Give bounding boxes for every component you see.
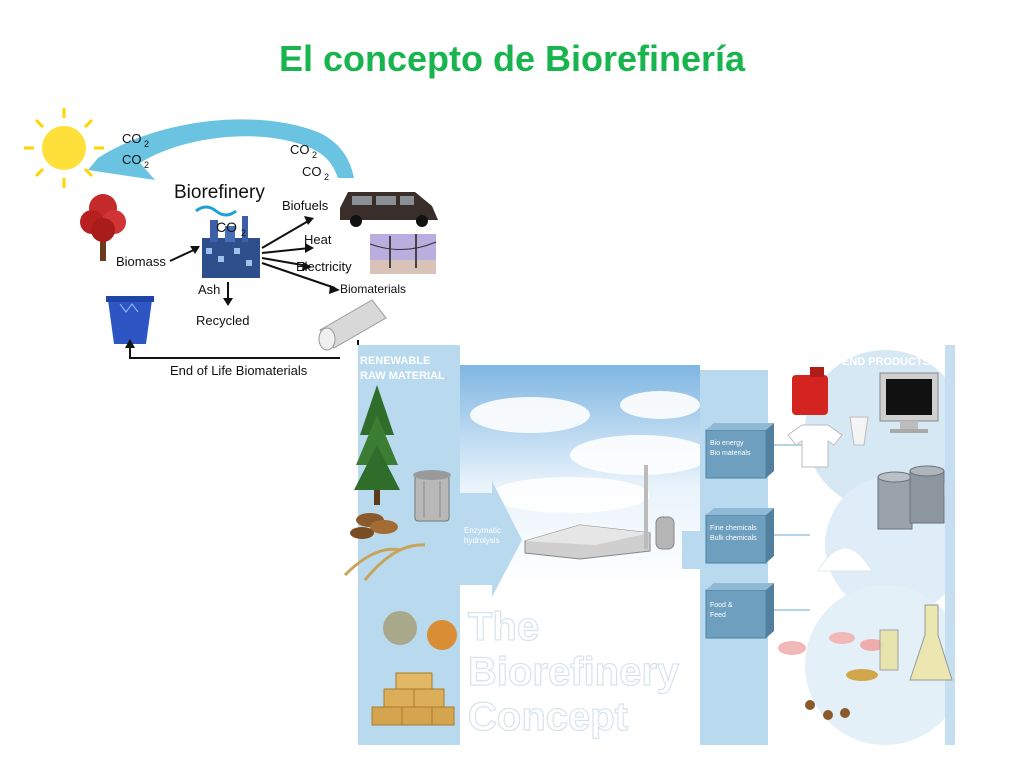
- svg-text:2: 2: [144, 160, 149, 170]
- raw-material-heading-line2: RAW MATERIAL: [360, 370, 445, 382]
- ash-label: Ash: [198, 282, 220, 297]
- co2-label-left-1: CO: [122, 131, 142, 146]
- chemicals-box: Fine chemicals Bulk chemicals: [705, 508, 774, 564]
- trash-can-icon: [413, 470, 451, 522]
- corn-pile-icon: [427, 620, 457, 650]
- slide-title: El concepto de Biorefinería: [278, 38, 746, 79]
- tree-icon: [80, 194, 126, 261]
- raw-material-heading-line1: RENEWABLE: [360, 355, 430, 367]
- co2-label-left-2: CO: [122, 152, 142, 167]
- svg-text:Food &: Food &: [710, 602, 733, 609]
- svg-text:2: 2: [312, 150, 317, 160]
- svg-text:Feed: Feed: [710, 612, 726, 619]
- co2-cycle-arrow: [88, 119, 354, 180]
- hydrolysis-label-line2: hydrolysis: [464, 536, 500, 545]
- fuel-can-icon: [792, 367, 828, 415]
- t-shirt-icon: [787, 424, 843, 468]
- svg-text:Bio energy: Bio energy: [710, 440, 744, 447]
- hydrolysis-arrow: [460, 481, 522, 597]
- bio-energy-box: Bio energy Bio materials: [705, 423, 774, 479]
- factory-icon: [524, 465, 675, 560]
- co2-label-right-2: CO: [302, 164, 322, 179]
- recycled-label: Recycled: [196, 313, 249, 328]
- sun-icon: [24, 108, 104, 188]
- biomass-label: Biomass: [116, 254, 166, 269]
- car-icon: [340, 192, 438, 227]
- electricity-label: Electricity: [296, 259, 352, 274]
- co2-label-center: CO: [216, 219, 237, 235]
- pine-tree-icon: [354, 385, 400, 505]
- farm-animals-image: [778, 632, 884, 720]
- end-of-life-label: End of Life Biomaterials: [170, 363, 308, 378]
- powder-pile-icon: [817, 547, 873, 572]
- wheat-icon: [343, 543, 426, 581]
- biorefinery-cycle-diagram: CO 2 CO 2 CO 2 CO 2 Biorefinery Biomass …: [20, 108, 460, 388]
- svg-text:Bio materials: Bio materials: [710, 450, 751, 457]
- svg-text:2: 2: [324, 172, 329, 182]
- biorefinery-plant-icon: [202, 216, 260, 278]
- biomaterials-label: Biomaterials: [340, 282, 406, 296]
- biorefinery-concept-panel: RENEWABLE RAW MATERIAL Enzymatic hydr: [340, 345, 955, 745]
- clouds-image: [470, 391, 710, 513]
- firewood-icon: [350, 513, 398, 539]
- recycle-bin-icon: [106, 296, 154, 344]
- food-feed-box: Food & Feed: [705, 583, 774, 639]
- hay-bales-icon: [371, 672, 455, 726]
- power-line-icon: [369, 234, 437, 274]
- barrels-icon: [877, 465, 945, 530]
- end-products-heading: END PRODUCTS: [842, 356, 930, 368]
- biofuels-label: Biofuels: [282, 198, 329, 213]
- svg-text:Fine chemicals: Fine chemicals: [710, 525, 757, 532]
- co2-label-right-1: CO: [290, 142, 310, 157]
- svg-text:2: 2: [241, 228, 246, 238]
- biomaterial-roll-icon: [318, 299, 387, 351]
- svg-text:Bulk chemicals: Bulk chemicals: [710, 535, 757, 542]
- watermark-concept: Concept: [468, 695, 628, 739]
- hydrolysis-label-line1: Enzymatic: [464, 526, 501, 535]
- monitor-icon: [879, 372, 939, 433]
- grain-pile-icon: [383, 611, 417, 645]
- watermark-biorefinery: Biorefinery: [468, 650, 680, 694]
- lab-flasks-icon: [846, 604, 953, 681]
- watermark-the: The: [468, 605, 539, 649]
- cup-icon: [849, 416, 869, 446]
- svg-text:2: 2: [144, 139, 149, 149]
- heat-label: Heat: [304, 232, 332, 247]
- biorefinery-label: Biorefinery: [174, 182, 265, 203]
